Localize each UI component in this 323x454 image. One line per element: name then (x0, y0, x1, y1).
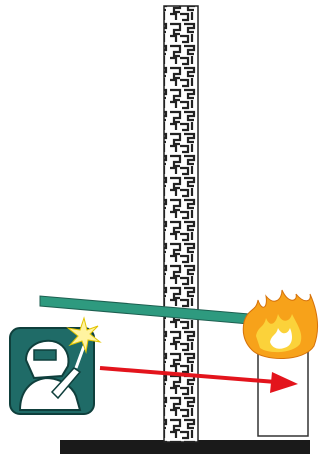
fire-icon (243, 290, 317, 359)
combustible-box (258, 346, 308, 436)
